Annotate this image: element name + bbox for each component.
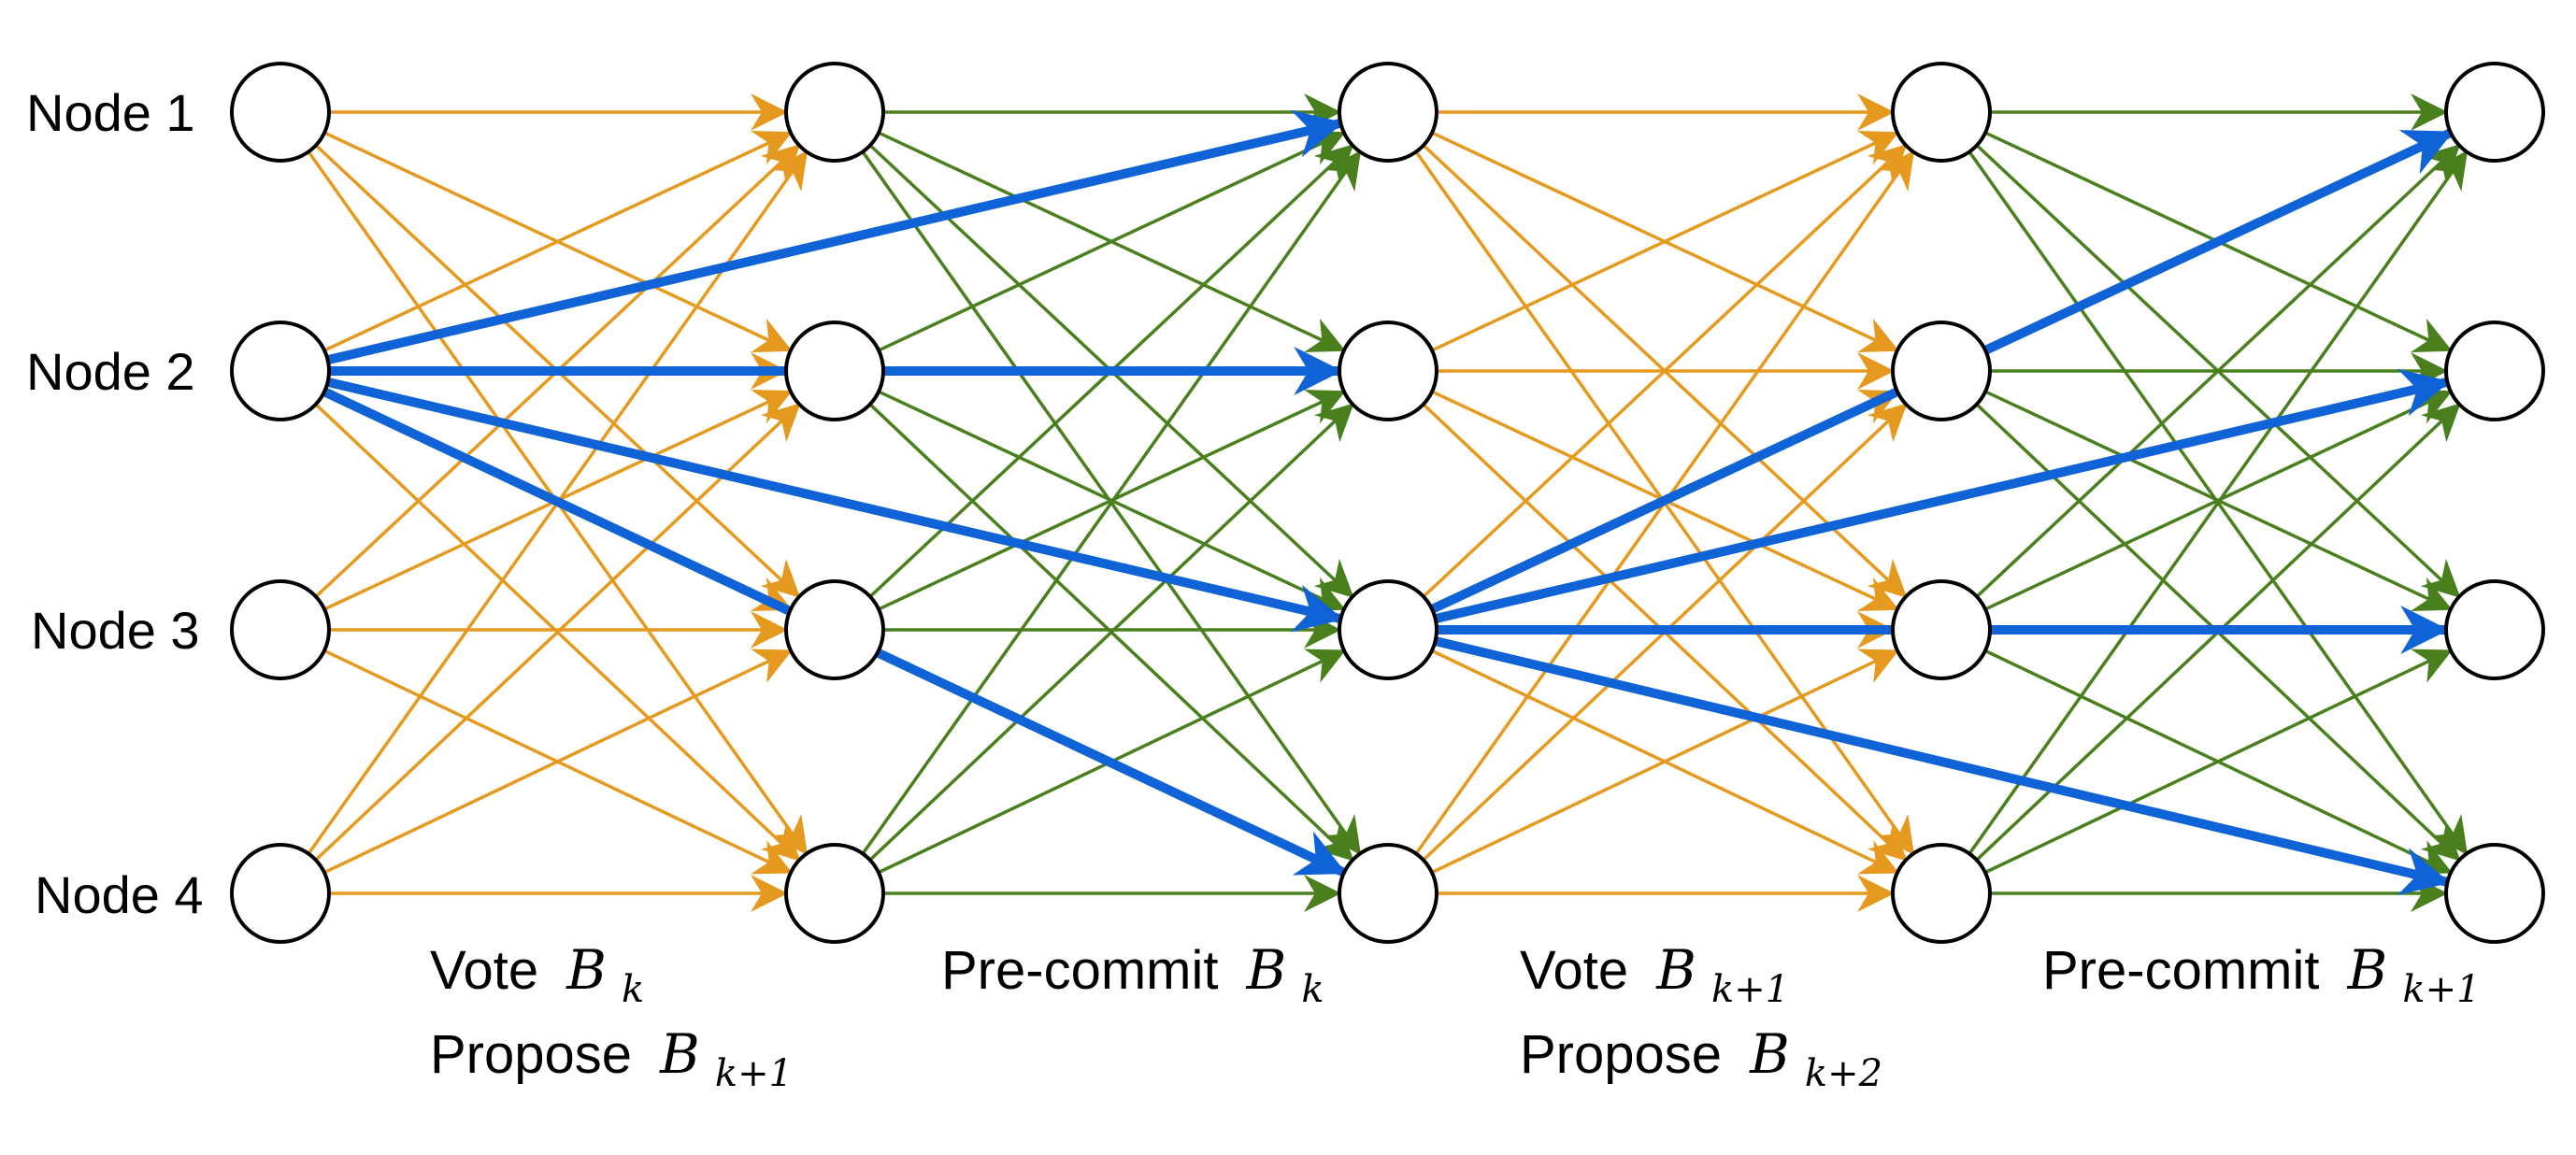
node-label-3: Node 3 bbox=[31, 601, 200, 660]
edge-phase-1-node-4-to-2 bbox=[314, 403, 801, 862]
highlight-1-to-node-3 bbox=[322, 377, 1344, 633]
node-label-2: Node 2 bbox=[26, 342, 195, 401]
highlight-2-to-node-4 bbox=[1430, 636, 2451, 895]
edge-phase-4-node-3-to-2 bbox=[1984, 390, 2453, 611]
node-1-stage-2 bbox=[784, 62, 885, 163]
phase-2-line-1-text: Pre-commit bbox=[941, 940, 1218, 1001]
edge-phase-2-node-4-to-1 bbox=[861, 150, 1362, 855]
phase-3-line-1-block: B bbox=[1655, 938, 1696, 1002]
phase-3-line-1: Vote B k+1 bbox=[1520, 938, 1789, 1011]
node-4-stage-1 bbox=[230, 843, 331, 944]
node-4-stage-2 bbox=[784, 843, 885, 944]
edge-phase-2-node-3-to-2 bbox=[878, 390, 1346, 611]
edge-phase-4-node-4-to-1 bbox=[1968, 150, 2469, 855]
node-3-stage-4 bbox=[1891, 579, 1992, 680]
node-3-stage-1 bbox=[230, 579, 331, 680]
highlight-2-to-node-2 bbox=[1430, 368, 2451, 624]
highlighted-broadcasts bbox=[320, 109, 2454, 895]
phase-2-line-1: Pre-commit B k bbox=[941, 938, 1324, 1011]
phase-3-line-2-sub: k+2 bbox=[1805, 1052, 1882, 1095]
phase-3-line-2-block: B bbox=[1749, 1022, 1790, 1086]
phase-1-line-2: Propose B k+1 bbox=[430, 1022, 793, 1095]
node-1-stage-3 bbox=[1338, 62, 1438, 163]
phase-4-line-1-text: Pre-commit bbox=[2042, 940, 2319, 1001]
phase-1-line-1: Vote B k bbox=[430, 938, 644, 1011]
phase-3-line-2-text: Propose bbox=[1520, 1024, 1722, 1085]
node-1-stage-4 bbox=[1891, 62, 1992, 163]
node-label-4: Node 4 bbox=[35, 865, 204, 924]
edge-phase-4-node-3-to-1 bbox=[1975, 144, 2461, 598]
node-2-stage-3 bbox=[1338, 321, 1438, 421]
phase-3-line-2: Propose B k+2 bbox=[1520, 1022, 1882, 1095]
phase-1-line-1-block: B bbox=[565, 938, 607, 1002]
message-edges bbox=[307, 93, 2469, 912]
edge-phase-3-node-2-to-1 bbox=[1431, 131, 1899, 352]
node-stages bbox=[230, 62, 2545, 944]
node-2-stage-4 bbox=[1891, 321, 1992, 421]
node-2-stage-2 bbox=[784, 321, 885, 421]
phase-3-line-1-sub: k+1 bbox=[1711, 968, 1789, 1011]
node-3-stage-5 bbox=[2444, 579, 2545, 680]
phase-2-line-1-sub: k bbox=[1301, 968, 1324, 1011]
edge-phase-4-node-4-to-3 bbox=[1984, 649, 2453, 875]
phase-4-line-1-block: B bbox=[2347, 938, 2388, 1002]
node-4-stage-3 bbox=[1338, 843, 1438, 944]
phase-1-line-2-text: Propose bbox=[430, 1024, 632, 1085]
node-1-stage-1 bbox=[230, 62, 331, 163]
phase-1-line-2-sub: k+1 bbox=[715, 1052, 793, 1095]
phase-1-line-1-text: Vote bbox=[430, 940, 538, 1001]
edge-phase-1-node-4-to-3 bbox=[323, 649, 793, 875]
node-1-stage-5 bbox=[2444, 62, 2545, 163]
node-2-stage-1 bbox=[230, 321, 331, 421]
edge-phase-2-node-4-to-2 bbox=[868, 403, 1354, 862]
edge-phase-3-node-4-to-3 bbox=[1431, 649, 1899, 875]
edge-phase-2-node-2-to-1 bbox=[878, 131, 1346, 352]
phase-3-line-1-text: Vote bbox=[1520, 940, 1628, 1001]
node-label-1: Node 1 bbox=[26, 83, 195, 142]
node-3-stage-2 bbox=[784, 579, 885, 680]
phase-2-line-1-block: B bbox=[1246, 938, 1287, 1002]
node-2-stage-5 bbox=[2444, 321, 2545, 421]
phase-4-line-1-sub: k+1 bbox=[2402, 968, 2480, 1011]
phase-labels: Vote B k Propose B k+1 Pre-commit B k Vo… bbox=[430, 938, 2481, 1095]
node-labels: Node 1 Node 2 Node 3 Node 4 bbox=[26, 83, 204, 924]
edge-phase-3-node-3-to-1 bbox=[1422, 144, 1908, 598]
phase-1-line-1-sub: k bbox=[622, 968, 644, 1011]
phase-1-line-2-block: B bbox=[659, 1022, 700, 1086]
highlight-1-to-node-1 bbox=[322, 109, 1344, 365]
edge-phase-1-node-2-to-1 bbox=[323, 130, 793, 352]
node-4-stage-4 bbox=[1891, 843, 1992, 944]
node-4-stage-5 bbox=[2444, 843, 2545, 944]
phase-4-line-1: Pre-commit B k+1 bbox=[2042, 938, 2481, 1011]
node-3-stage-3 bbox=[1338, 579, 1438, 680]
